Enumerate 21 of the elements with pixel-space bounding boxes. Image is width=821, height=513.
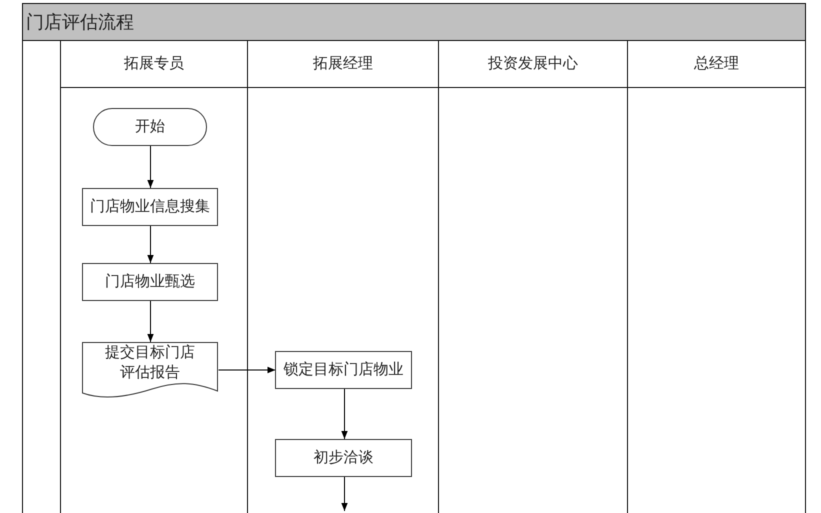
arrow xyxy=(341,476,348,512)
swimlane xyxy=(438,40,627,513)
lane-header: 投资发展中心 xyxy=(439,40,627,88)
process-box: 门店物业信息搜集 xyxy=(82,188,218,226)
lane-header: 拓展专员 xyxy=(61,40,247,88)
arrow xyxy=(147,146,154,188)
process-box: 初步洽谈 xyxy=(275,439,412,477)
swimlane xyxy=(60,40,247,513)
title-bar: 门店评估流程 xyxy=(23,4,805,41)
document-shape: 提交目标门店评估报告 xyxy=(82,342,218,398)
swimlane xyxy=(627,40,805,513)
arrow xyxy=(147,226,154,264)
arrow xyxy=(341,388,348,440)
lane-header: 拓展经理 xyxy=(248,40,438,88)
process-box: 门店物业甄选 xyxy=(82,263,218,301)
lane-header: 总经理 xyxy=(628,40,805,88)
arrow xyxy=(218,366,276,374)
start-terminator: 开始 xyxy=(93,108,207,146)
process-box: 锁定目标门店物业 xyxy=(275,351,412,389)
arrow xyxy=(147,300,154,342)
swimlane xyxy=(247,40,438,513)
